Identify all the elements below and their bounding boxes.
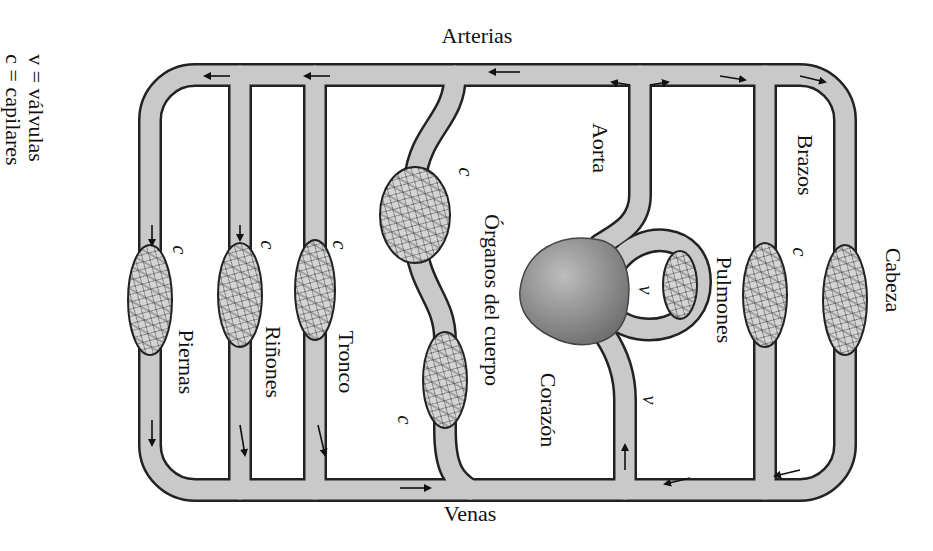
region-label: Venas [444, 503, 497, 525]
organ-label: Brazos [794, 134, 816, 195]
region-label: Arterias [442, 25, 513, 47]
valve-mark: v [640, 396, 660, 405]
organ-label: Pulmones [713, 257, 735, 344]
capillary-mark: c [395, 416, 415, 425]
organ-label: Corazón [537, 373, 559, 448]
capillary-mark: c [330, 241, 350, 250]
organ-label: Piernas [175, 330, 197, 395]
capillary-mark: c [790, 248, 810, 257]
capillary-mark: c [456, 168, 476, 177]
legend-note: v = válvulas [25, 54, 47, 162]
capillary-mark: c [170, 246, 190, 255]
vessel-label: Aorta [589, 123, 611, 173]
organ-label: Tronco [335, 331, 357, 394]
organ-label: Cabeza [882, 248, 904, 313]
organ-label: Riñones [262, 326, 284, 398]
organ-label: Órganos del cuerpo [481, 214, 503, 386]
legend-note: c = capilares [2, 54, 24, 165]
valve-mark: v [636, 286, 656, 295]
capillary-mark: c [258, 241, 278, 250]
